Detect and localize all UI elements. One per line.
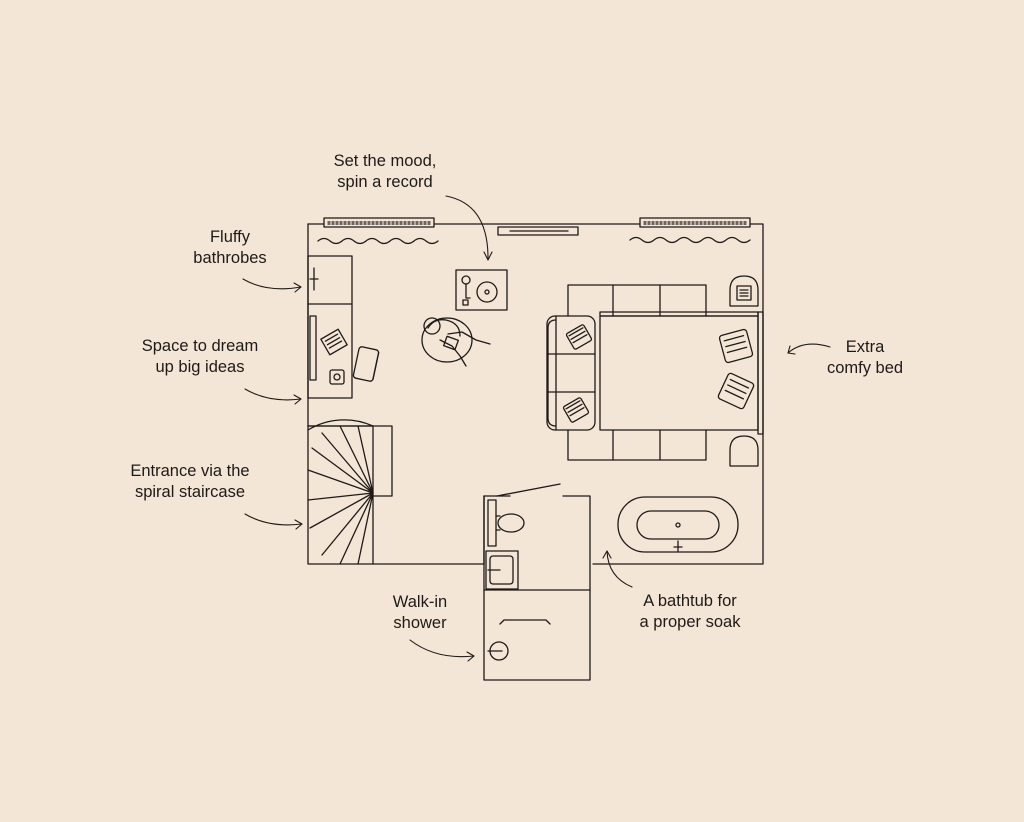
bathroom-walls	[483, 483, 591, 681]
lamp-icon	[329, 369, 345, 385]
arrow-icon	[787, 343, 831, 355]
arrow-icon	[244, 513, 303, 530]
curtain-icon	[317, 237, 439, 245]
pillow-icon	[718, 328, 754, 364]
annotation-line: spiral staircase	[134, 483, 246, 501]
arrow-icon	[244, 388, 302, 405]
pillow-icon	[562, 397, 590, 423]
nightstand-icon	[729, 275, 759, 307]
annotation-bathtub: A bathtub for a proper soak	[610, 591, 770, 633]
radiator-icon	[639, 217, 751, 228]
annotation-line: a proper soak	[639, 613, 741, 631]
shower-head-icon	[487, 619, 551, 661]
desk-icon	[309, 315, 380, 385]
annotation-line: A bathtub for	[643, 592, 737, 610]
annotation-line: Walk-in	[392, 593, 448, 611]
annotation-line: Fluffy	[209, 228, 251, 246]
arrow-icon	[409, 639, 475, 662]
annotation-line: Set the mood,	[333, 152, 437, 170]
desk-chair-icon	[352, 346, 380, 382]
toilet-icon	[487, 499, 525, 547]
annotation-desk: Space to dream up big ideas	[100, 336, 300, 378]
annotation-staircase: Entrance via the spiral staircase	[95, 461, 285, 503]
annotation-line: up big ideas	[155, 358, 245, 376]
armchair-person-icon	[421, 317, 491, 367]
annotation-line: Space to dream	[141, 337, 259, 355]
turntable-icon	[455, 269, 508, 311]
wardrobe-icon	[307, 255, 353, 399]
sink-icon	[485, 550, 519, 590]
annotation-record: Set the mood, spin a record	[300, 151, 470, 193]
annotation-line: spin a record	[337, 173, 433, 191]
annotation-bed: Extra comfy bed	[800, 337, 930, 379]
annotation-line: bathrobes	[193, 249, 267, 267]
laptop-icon	[320, 328, 348, 356]
pillow-icon	[717, 372, 755, 410]
annotation-line: comfy bed	[826, 359, 904, 377]
curtain-icon	[629, 236, 751, 244]
annotation-line: Entrance via the	[130, 462, 250, 480]
window-icon	[497, 226, 579, 236]
bed-icon	[567, 284, 764, 461]
nightstand-icon	[729, 435, 759, 467]
annotation-bathrobes: Fluffy bathrobes	[170, 227, 290, 269]
pillow-icon	[565, 324, 593, 350]
arrow-icon	[602, 550, 633, 588]
sofa-icon	[546, 315, 596, 431]
spiral-staircase-icon	[307, 419, 393, 565]
annotation-shower: Walk-in shower	[365, 592, 475, 634]
bathtub-icon	[617, 496, 739, 553]
arrow-icon	[242, 278, 302, 293]
radiator-icon	[323, 217, 435, 228]
annotation-line: Extra	[845, 338, 885, 356]
annotation-line: shower	[393, 614, 447, 632]
outer-walls	[307, 223, 764, 565]
arrow-icon	[445, 195, 493, 261]
